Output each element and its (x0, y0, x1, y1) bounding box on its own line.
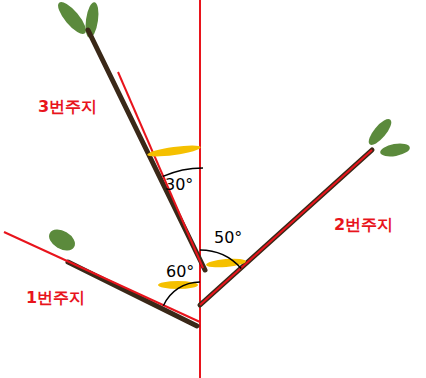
angle-label: 60° (166, 263, 194, 281)
branch-label: 2번주지 (334, 216, 393, 234)
leaves (45, 0, 410, 255)
angle-label: 50° (214, 229, 242, 247)
branch-axes (4, 72, 372, 322)
angle-label: 30° (165, 176, 193, 194)
branch-label: 1번주지 (26, 289, 85, 307)
branch-label: 3번주지 (38, 98, 97, 116)
angle-marks (147, 143, 247, 289)
